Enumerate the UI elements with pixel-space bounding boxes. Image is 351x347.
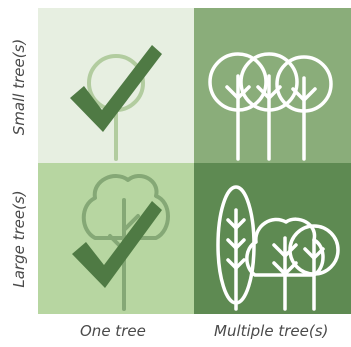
cell-small-multiple xyxy=(194,8,351,163)
row-label-small: Small tree(s) xyxy=(10,12,28,162)
column-label-one: One tree xyxy=(80,322,146,340)
column-label-multiple: Multiple tree(s) xyxy=(214,322,328,340)
row-label-large: Large tree(s) xyxy=(10,164,28,314)
